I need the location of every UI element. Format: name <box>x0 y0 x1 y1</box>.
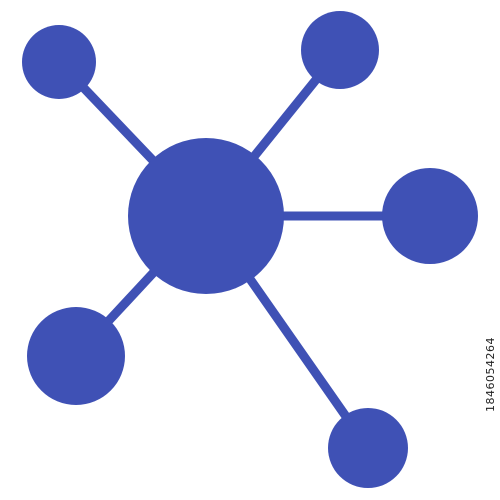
hub-node <box>128 138 284 294</box>
node-top-left <box>22 25 96 99</box>
node-top-right <box>301 11 379 89</box>
node-bottom-left <box>27 307 125 405</box>
node-right <box>382 168 478 264</box>
stock-image-id: 1846054264 <box>484 337 497 413</box>
node-bottom-right <box>328 408 408 488</box>
